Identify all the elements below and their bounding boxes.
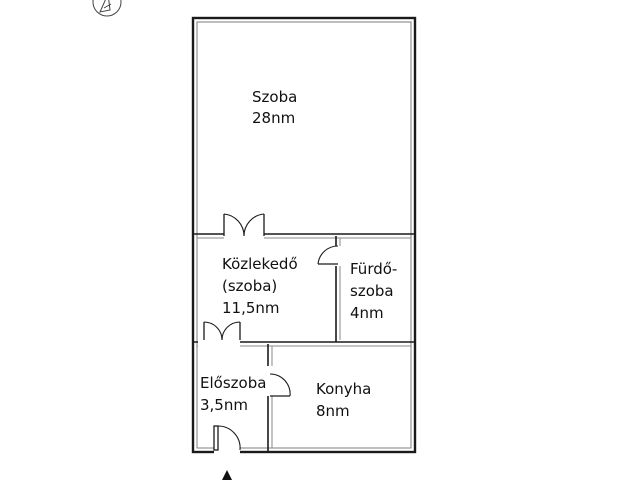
room-eloszoba-area: 3,5nm (200, 396, 248, 414)
room-furdo-name: Fürdő- (350, 260, 397, 278)
room-konyha-name: Konyha (316, 380, 371, 398)
compass-icon (92, 0, 122, 17)
wall-szoba-bottom (193, 231, 415, 241)
door-kozlekedo (203, 321, 241, 341)
entrance-door (213, 425, 241, 455)
room-konyha-area: 8nm (316, 402, 350, 420)
room-kozlekedo-subtitle: (szoba) (222, 277, 277, 295)
room-eloszoba-name: Előszoba (200, 374, 266, 392)
room-szoba-name: Szoba (252, 88, 297, 106)
entrance-arrow-icon (222, 470, 232, 480)
room-kozlekedo-area: 11,5nm (222, 299, 280, 317)
door-furdo (317, 245, 339, 265)
outer-wall (191, 16, 417, 454)
door-konyha (269, 373, 291, 397)
room-szoba-area: 28nm (252, 109, 295, 127)
door-szoba-double (223, 213, 265, 237)
wall-konyha-left (265, 344, 275, 452)
room-furdo-name-2: szoba (350, 282, 394, 300)
wall-middle-bottom (193, 339, 415, 349)
wall-furdo-left (333, 236, 343, 342)
room-kozlekedo-name: Közlekedő (222, 255, 298, 273)
room-furdo-area: 4nm (350, 304, 384, 322)
